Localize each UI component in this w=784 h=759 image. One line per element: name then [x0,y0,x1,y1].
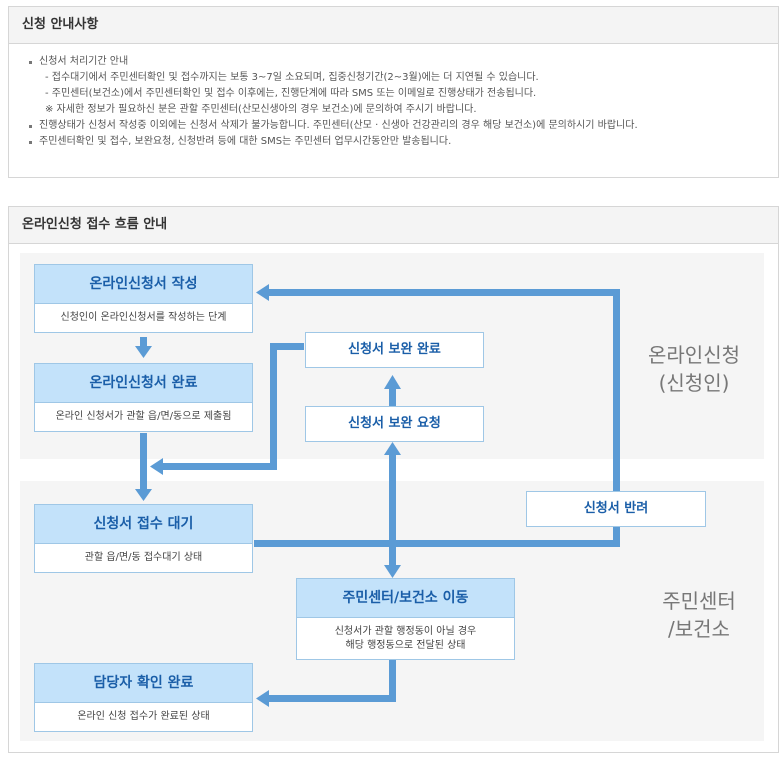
step-wait-desc: 관할 읍/면/동 접수대기 상태 [84,552,203,563]
arrow-shaft [267,695,396,702]
notice-title: 신청 안내사항 [9,7,778,44]
flow-panel: 온라인신청 접수 흐름 안내 온라인신청 (신청인) 주민센터 /보건소 [8,206,779,753]
notice-item: 신청서 처리기간 안내 - 접수대기에서 주민센터확인 및 접수까지는 보통 3… [29,54,766,118]
flow-arrows [135,284,620,707]
online-zone-label: 온라인신청 (신청인) [619,341,769,397]
arrow-shaft [161,463,277,470]
step-wait-title: 신청서 접수 대기 [35,505,252,544]
arrow-head [384,565,401,578]
notice-panel: 신청 안내사항 신청서 처리기간 안내 - 접수대기에서 주민센터확인 및 접수… [8,6,779,178]
step-move-desc-line1: 신청서가 관할 행정동이 아닐 경우 [334,626,477,637]
arrow-shaft [270,343,304,350]
arrow-shaft [270,343,277,470]
arrow-head [384,442,401,455]
arrow-shaft [389,453,396,567]
supplement-done: 신청서 보완 완료 [305,332,484,368]
arrow-head [384,375,401,389]
step-move: 주민센터/보건소 이동 신청서가 관할 행정동이 아닐 경우 해당 행정동으로 … [296,578,515,660]
step-complete-desc: 온라인 신청서가 관할 읍/면/동으로 제출됨 [55,411,232,422]
supplement-request: 신청서 보완 요청 [305,406,484,442]
center-zone-label-line1: 주민센터 [662,589,736,613]
arrow-head [135,346,152,358]
notice-sub-item: ※ 자세한 정보가 필요하신 분은 관할 주민센터(산모신생아의 경우 보건소)… [45,104,477,115]
arrow-head [150,458,163,475]
center-zone-label-line2: /보건소 [668,617,730,641]
arrow-head [256,690,269,707]
online-zone-label-line2: (신청인) [658,371,730,395]
arrow-shaft [140,433,147,491]
arrow-shaft [267,289,620,296]
notice-item-text: 신청서 처리기간 안내 [39,56,129,67]
rejected: 신청서 반려 [526,491,706,527]
step-write: 온라인신청서 작성 신청인이 온라인신청서를 작성하는 단계 [34,264,253,333]
notice-list: 신청서 처리기간 안내 - 접수대기에서 주민센터확인 및 접수까지는 보통 3… [9,44,778,150]
step-write-desc: 신청인이 온라인신청서를 작성하는 단계 [60,312,227,323]
notice-sub-item: - 접수대기에서 주민센터확인 및 접수까지는 보통 3~7일 소요되며, 집중… [45,72,539,83]
arrow-head [256,284,269,301]
arrow-shaft [389,387,396,406]
notice-item: 주민센터확인 및 접수, 보완요청, 신청반려 등에 대한 SMS는 주민센터 … [29,134,766,150]
step-wait: 신청서 접수 대기 관할 읍/면/동 접수대기 상태 [34,504,253,573]
arrow-head [135,489,152,501]
arrow-shaft [254,540,620,547]
arrow-shaft [389,659,396,702]
step-done-desc: 온라인 신청 접수가 완료된 상태 [77,711,210,722]
step-move-desc: 신청서가 관할 행정동이 아닐 경우 해당 행정동으로 전달된 상태 [297,618,514,653]
notice-sub-item: - 주민센터(보건소)에서 주민센터확인 및 접수 이후에는, 진행단계에 따라… [45,88,537,99]
step-complete-title: 온라인신청서 완료 [35,364,252,403]
step-move-desc-line2: 해당 행정동으로 전달된 상태 [345,640,466,651]
arrow-shaft [140,337,147,347]
notice-item: 진행상태가 신청서 작성중 이외에는 신청서 삭제가 불가능합니다. 주민센터(… [29,118,766,134]
arrow-shaft [613,289,620,493]
arrow-shaft [613,525,620,547]
step-done: 담당자 확인 완료 온라인 신청 접수가 완료된 상태 [34,663,253,732]
step-move-title: 주민센터/보건소 이동 [297,579,514,618]
step-complete: 온라인신청서 완료 온라인 신청서가 관할 읍/면/동으로 제출됨 [34,363,253,432]
step-write-title: 온라인신청서 작성 [35,265,252,304]
step-done-title: 담당자 확인 완료 [35,664,252,703]
flow-title: 온라인신청 접수 흐름 안내 [9,207,778,244]
online-zone-label-line1: 온라인신청 [648,343,740,367]
center-zone-label: 주민센터 /보건소 [629,587,769,643]
